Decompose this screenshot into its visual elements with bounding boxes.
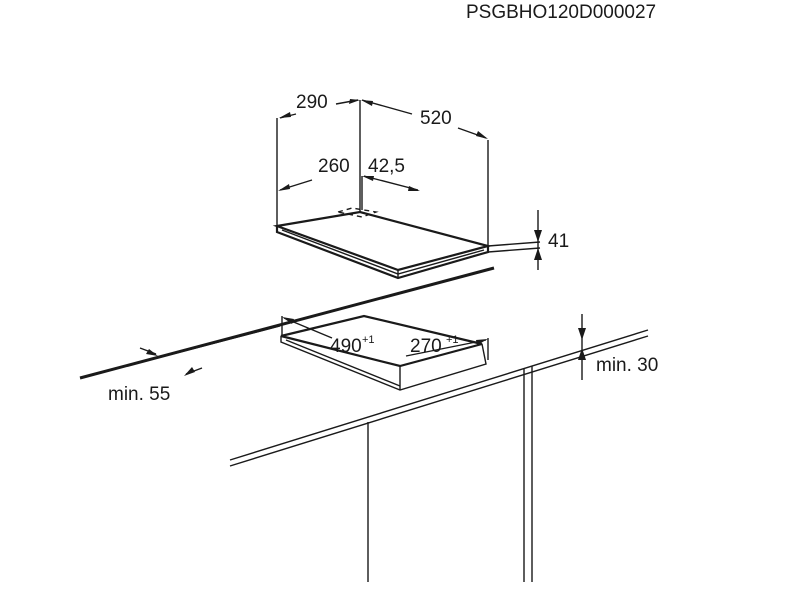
cutout-depth-tolerance: +1 [446, 334, 459, 346]
document-code: PSGBHO120D000027 [466, 2, 656, 23]
hob-outline [272, 207, 493, 280]
cutout-depth-label: 270 [410, 336, 442, 357]
hob-depth-label: 290 [296, 92, 328, 113]
dimension-hob-depth: 290 [279, 92, 360, 119]
worktop [79, 266, 649, 582]
dimension-gas-inlet: 260 42,5 [278, 156, 420, 191]
hob-extension-lines [276, 100, 541, 253]
cutout-width-tolerance: +1 [362, 334, 375, 346]
dimension-hob-height: 41 [534, 210, 569, 270]
hob-width-label: 520 [420, 108, 452, 129]
gas-inlet-offset-a-label: 260 [318, 156, 350, 177]
dimension-min-below: min. 30 [578, 314, 658, 380]
hob-height-label: 41 [548, 231, 569, 252]
min-below-distance-label: min. 30 [596, 355, 658, 376]
gas-inlet-offset-b-label: 42,5 [368, 156, 405, 177]
dimension-cutout: 490 +1 270 +1 [281, 316, 489, 360]
cutout-width-label: 490 [330, 336, 362, 357]
dimension-hob-width: 520 [361, 99, 488, 139]
cutout-outline [280, 314, 487, 391]
min-front-distance-label: min. 55 [108, 384, 170, 405]
dimension-min-front: min. 55 [108, 347, 203, 405]
